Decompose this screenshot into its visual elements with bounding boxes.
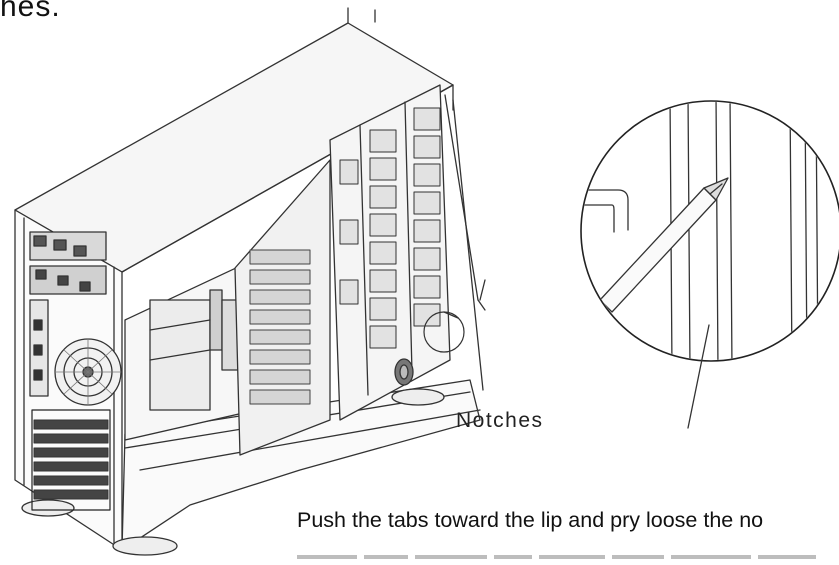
magnified-detail: [580, 100, 839, 429]
instruction-caption: Push the tabs toward the lip and pry loo…: [297, 508, 764, 532]
notch-callout: [423, 94, 486, 391]
chassis-body: [14, 7, 481, 556]
cropped-text-line: [297, 548, 839, 562]
drive-cage: [234, 159, 331, 456]
heading-fragment: hes.: [0, 0, 61, 23]
drive-bays: [329, 84, 451, 421]
notches-label: Notches: [456, 409, 544, 432]
front-bezel: [29, 231, 122, 511]
